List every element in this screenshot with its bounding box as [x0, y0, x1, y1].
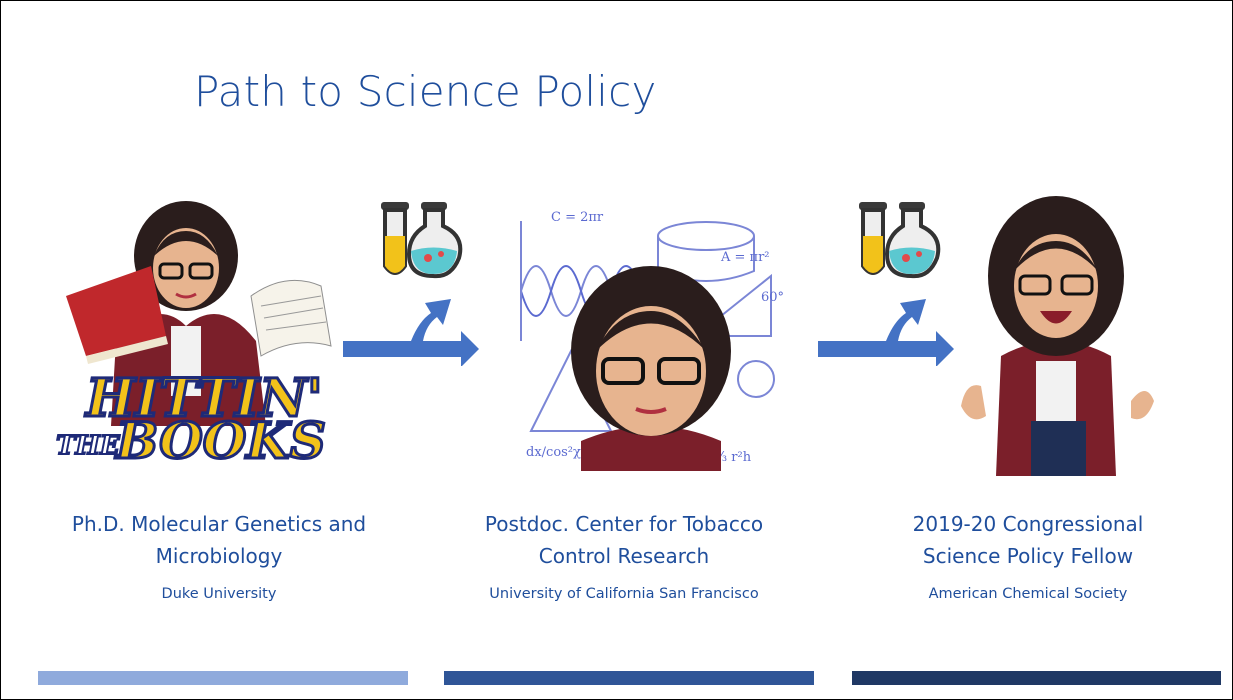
test-tube-flask-icon: [859, 202, 941, 279]
step-fellow-institution: American Chemical Society: [928, 586, 1128, 602]
fellow-avatar-illustration: [961, 196, 1154, 476]
step-phd-title-line2: Microbiology: [155, 544, 283, 568]
step-postdoc-title-line1: Postdoc. Center for Tobacco: [484, 512, 764, 536]
svg-text:A = πr²: A = πr²: [720, 250, 770, 265]
formula-background: [520, 221, 775, 432]
red-book: [66, 266, 168, 364]
hittin-the-books-illustration: HITTIN' THE BOOKS: [56, 201, 332, 472]
step-fellow: 2019-20 Congressional Science Policy Fel…: [838, 508, 1218, 602]
step-postdoc-institution: University of California San Francisco: [489, 586, 759, 602]
svg-text:BOOKS: BOOKS: [114, 411, 326, 470]
svg-text:C = 2πr: C = 2πr: [551, 210, 604, 225]
progress-arrow-1: [343, 299, 479, 366]
step-fellow-title-line2: Science Policy Fellow: [922, 544, 1134, 568]
step-phd-title-line1: Ph.D. Molecular Genetics and: [71, 512, 367, 536]
postdoc-science-illustration: C = 2πr A = πr² 60° V = ⅓ r²h dx/cos²χ =…: [520, 210, 784, 471]
step-postdoc-title-line2: Control Research: [538, 544, 710, 568]
step-phd-institution: Duke University: [161, 586, 277, 602]
step-bar-2: [444, 671, 814, 685]
avatar-figure: [571, 266, 731, 471]
svg-text:60°: 60°: [761, 290, 784, 305]
svg-text:HITTIN': HITTIN': [84, 368, 323, 429]
step-bar-1: [38, 671, 408, 685]
slide-title: Path to Science Policy: [194, 67, 657, 116]
step-fellow-title-line1: 2019-20 Congressional: [912, 512, 1144, 536]
test-tube-flask-icon: [381, 202, 463, 279]
step-phd: Ph.D. Molecular Genetics and Microbiolog…: [29, 508, 409, 602]
svg-text:THE: THE: [56, 431, 121, 461]
step-bar-3: [852, 671, 1221, 685]
progress-arrow-2: [818, 299, 954, 366]
step-postdoc: Postdoc. Center for Tobacco Control Rese…: [434, 508, 814, 602]
open-book: [250, 279, 332, 357]
hittin-the-books-logo: HITTIN' THE BOOKS: [56, 367, 327, 472]
